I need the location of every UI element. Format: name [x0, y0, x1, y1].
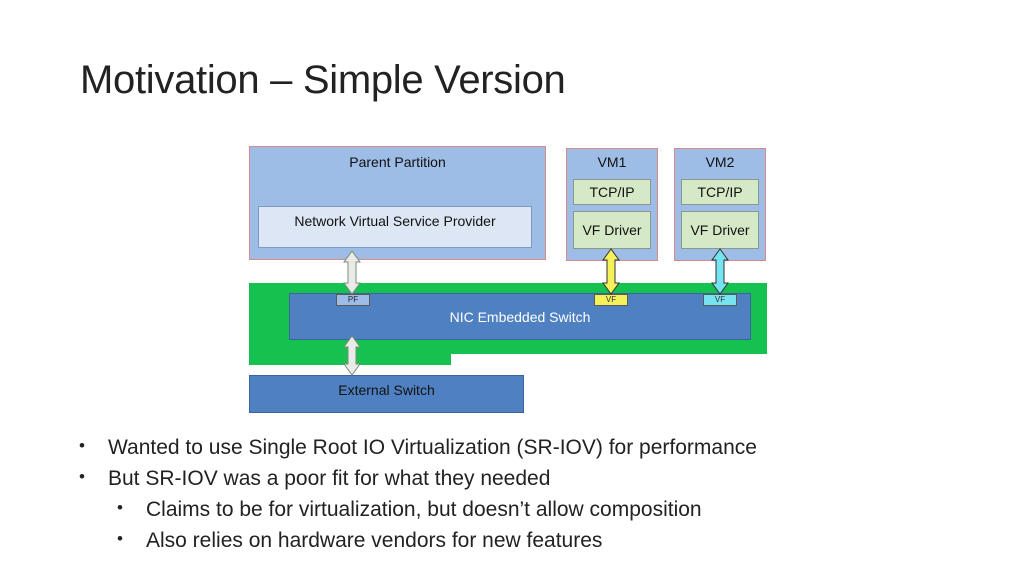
- bullet-text: Wanted to use Single Root IO Virtualizat…: [108, 436, 757, 459]
- bullet-dot: •: [117, 498, 123, 517]
- vm1-box: VM1 TCP/IP VF Driver: [566, 148, 658, 261]
- vm2-label: VM2: [705, 154, 735, 170]
- vm1-vf-driver-box: VF Driver: [573, 211, 651, 249]
- vm2-vf-driver-box: VF Driver: [681, 211, 759, 249]
- bullet-text: But SR-IOV was a poor fit for what they …: [108, 467, 551, 490]
- slide-title: Motivation – Simple Version: [80, 58, 566, 102]
- nic-embedded-switch-label: NIC Embedded Switch: [449, 309, 591, 325]
- nvsp-box: Network Virtual Service Provider: [258, 206, 532, 248]
- vf-port-vm1: VF: [594, 294, 628, 306]
- bullet-dot: •: [117, 529, 123, 548]
- parent-partition-label: Parent Partition: [349, 154, 446, 170]
- vm1-tcpip-box: TCP/IP: [573, 179, 651, 205]
- vm1-label: VM1: [597, 154, 627, 170]
- bullet-text: Claims to be for virtualization, but doe…: [146, 498, 702, 521]
- bullet-dot: •: [79, 436, 85, 455]
- vm2-box: VM2 TCP/IP VF Driver: [674, 148, 766, 261]
- nic-background-tab: [249, 354, 451, 365]
- external-switch-label: External Switch: [338, 382, 435, 398]
- vf-port-vm2: VF: [703, 294, 737, 306]
- pf-port: PF: [336, 294, 370, 306]
- external-switch-box: External Switch: [249, 375, 524, 413]
- vm2-tcpip-box: TCP/IP: [681, 179, 759, 205]
- bullet-text: Also relies on hardware vendors for new …: [146, 529, 603, 552]
- bullet-dot: •: [79, 467, 85, 486]
